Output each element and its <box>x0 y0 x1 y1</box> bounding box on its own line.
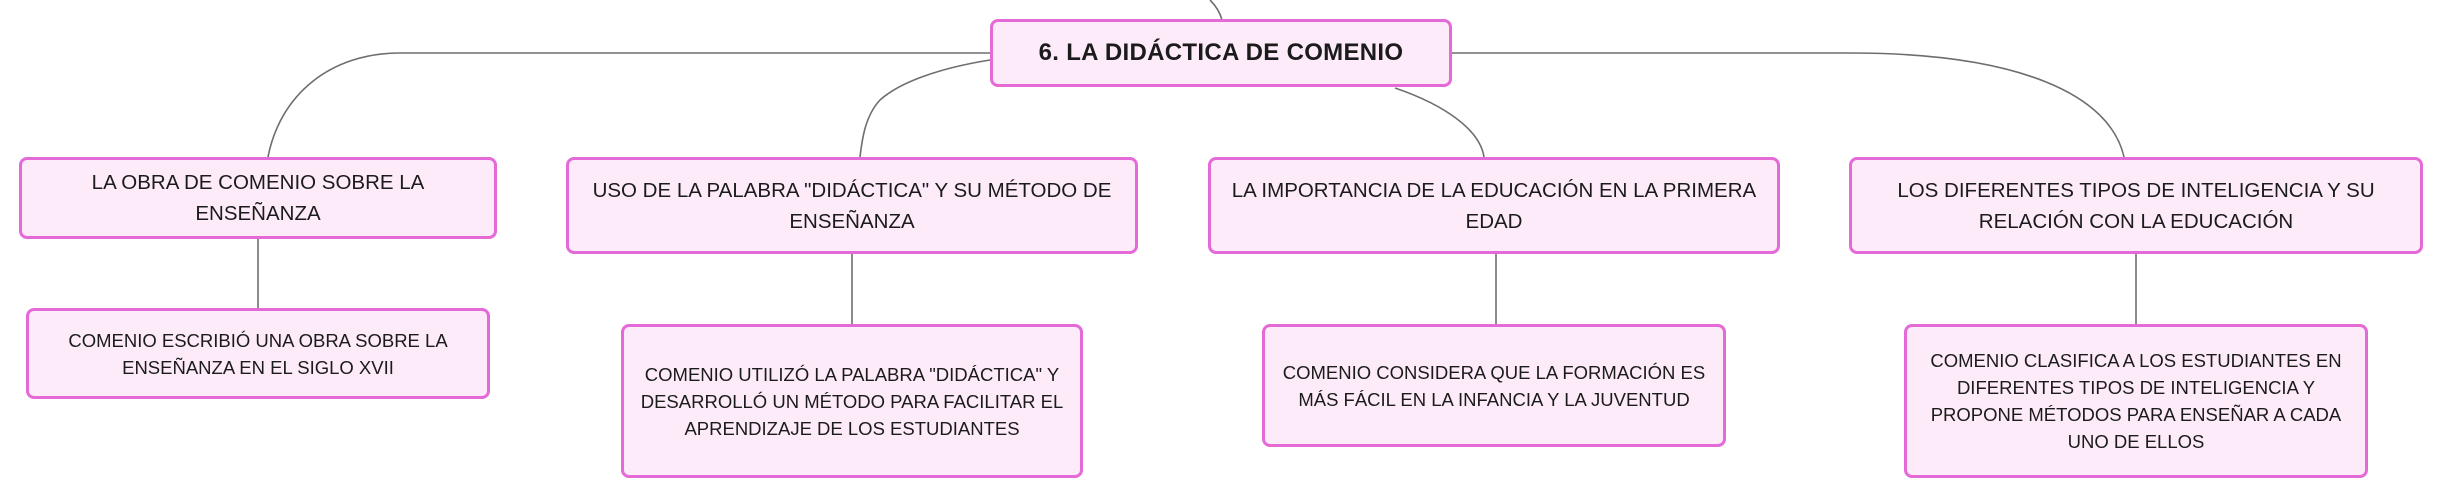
topic-node-3[interactable]: LA IMPORTANCIA DE LA EDUCACIÓN EN LA PRI… <box>1208 157 1780 254</box>
connector-root-topic-4 <box>1452 52 2125 158</box>
topic-node-label: LA OBRA DE COMENIO SOBRE LA ENSEÑANZA <box>91 171 425 225</box>
detail-node-3[interactable]: COMENIO CONSIDERA QUE LA FORMACIÓN ES MÁ… <box>1262 324 1726 447</box>
topic-node-2[interactable]: USO DE LA PALABRA "DIDÁCTICA" Y SU MÉTOD… <box>566 157 1138 254</box>
root-node-label: 6. LA DIDÁCTICA DE COMENIO <box>1038 39 1404 66</box>
root-node[interactable]: 6. LA DIDÁCTICA DE COMENIO <box>990 19 1452 87</box>
detail-node-4[interactable]: COMENIO CLASIFICA A LOS ESTUDIANTES EN D… <box>1904 324 2368 478</box>
connector-root-topic-1 <box>267 52 990 158</box>
detail-node-label: COMENIO ESCRIBIÓ UNA OBRA SOBRE LA ENSEÑ… <box>68 329 448 378</box>
topic-node-label: LA IMPORTANCIA DE LA EDUCACIÓN EN LA PRI… <box>1231 178 1757 233</box>
connector-parent <box>1209 0 1223 21</box>
connector-root-topic-2 <box>859 59 991 158</box>
topic-node-label: USO DE LA PALABRA "DIDÁCTICA" Y SU MÉTOD… <box>592 178 1112 233</box>
topic-node-label: LOS DIFERENTES TIPOS DE INTELIGENCIA Y S… <box>1897 178 2375 233</box>
topic-node-4[interactable]: LOS DIFERENTES TIPOS DE INTELIGENCIA Y S… <box>1849 157 2423 254</box>
connector-root-topic-3 <box>1394 87 1485 158</box>
detail-node-1[interactable]: COMENIO ESCRIBIÓ UNA OBRA SOBRE LA ENSEÑ… <box>26 308 490 399</box>
detail-node-label: COMENIO UTILIZÓ LA PALABRA "DIDÁCTICA" Y… <box>640 363 1064 439</box>
detail-node-label: COMENIO CLASIFICA A LOS ESTUDIANTES EN D… <box>1930 350 2342 452</box>
detail-node-2[interactable]: COMENIO UTILIZÓ LA PALABRA "DIDÁCTICA" Y… <box>621 324 1083 478</box>
topic-node-1[interactable]: LA OBRA DE COMENIO SOBRE LA ENSEÑANZA <box>19 157 497 239</box>
detail-node-label: COMENIO CONSIDERA QUE LA FORMACIÓN ES MÁ… <box>1282 361 1706 410</box>
